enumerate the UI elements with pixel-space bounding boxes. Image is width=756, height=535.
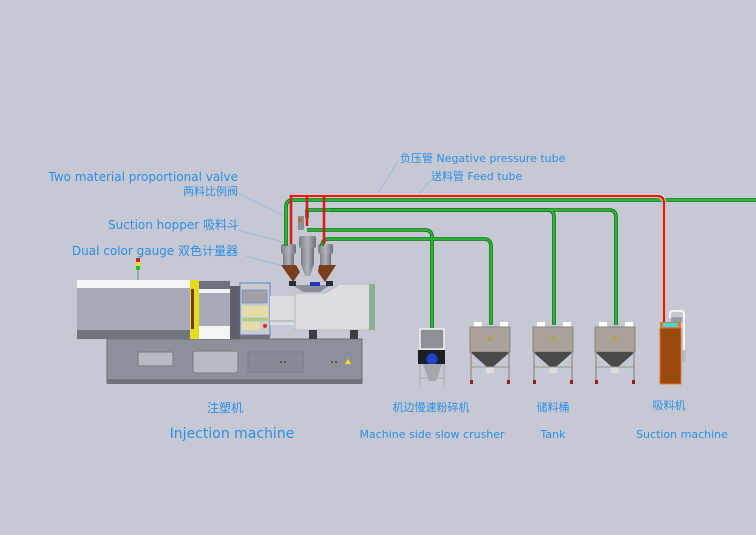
signal-light-red [136, 258, 140, 262]
tie-bar [199, 281, 230, 289]
dual-color-gauge [281, 265, 336, 292]
tie-bar [199, 330, 230, 339]
injection-end-cap [369, 284, 375, 330]
clamp-top [77, 280, 190, 288]
label-injection-machine-cn: 注塑机 [206, 401, 244, 415]
signal-pole [137, 270, 139, 280]
gauge-motor [310, 282, 320, 286]
control-screen [241, 289, 268, 304]
control-strip [242, 318, 268, 321]
label-tank-en: Tank [540, 428, 566, 441]
callout-proportional-valve-en: Two material proportional valve [48, 170, 239, 184]
platen [230, 286, 240, 339]
callout-dual-color-gauge: Dual color gauge 双色计量器 [71, 244, 238, 258]
guard-handle [191, 289, 194, 329]
leader-suction-hopper [237, 229, 284, 243]
negative-pressure-tubes [289, 194, 666, 325]
label-suction-machine-cn: 吸料机 [652, 399, 686, 412]
barrel-cover [270, 296, 295, 325]
clamp-bottom [77, 330, 190, 339]
crusher [418, 328, 445, 385]
callout-proportional-valve-cn: 两料比例阀 [183, 185, 238, 198]
panel-base [240, 335, 270, 339]
signal-light-yellow [136, 262, 140, 266]
support-foot [309, 330, 317, 339]
suction-hopper-left [281, 244, 296, 265]
callout-feed-tube: 送料管 Feed tube [431, 170, 523, 183]
base-foot [107, 379, 362, 384]
clamp-body [77, 288, 190, 333]
tank [594, 322, 636, 384]
proportional-valve [298, 216, 304, 230]
tank [532, 322, 574, 384]
label-crusher-cn: 机边慢速粉碎机 [392, 401, 470, 414]
suction-hopper-right [318, 244, 333, 265]
suction-machine [659, 310, 686, 385]
callout-negative-pressure-tube: 负压管 Negative pressure tube [400, 152, 566, 165]
base-panel [247, 351, 304, 373]
signal-light-green [136, 266, 140, 270]
label-tank-cn: 储料桶 [536, 401, 570, 414]
base-panel [137, 351, 174, 367]
control-keypad [242, 306, 268, 317]
label-suction-machine-en: Suction machine [636, 428, 728, 441]
crusher-motor [425, 352, 439, 366]
safety-guard [190, 280, 199, 339]
injection-machine [77, 216, 375, 384]
emergency-stop-button [263, 324, 267, 328]
leader-negative-pressure-tube [377, 162, 398, 194]
negative-pressure-tube-main [289, 194, 666, 325]
suction-hopper-center [299, 236, 316, 276]
feed-tubes [284, 198, 756, 328]
leader-lines [236, 162, 431, 269]
tie-bar [199, 326, 230, 330]
tie-bar [199, 289, 230, 293]
tank [469, 322, 511, 384]
base-panel [192, 350, 239, 374]
warning-icon [345, 359, 351, 364]
support-foot [350, 330, 358, 339]
callout-suction-hopper: Suction hopper 吸料斗 [108, 218, 239, 232]
label-injection-machine-en: Injection machine [169, 426, 295, 442]
leader-proportional-valve [236, 192, 284, 216]
label-crusher-en: Machine side slow crusher [359, 428, 505, 441]
suction-display [663, 323, 678, 327]
control-keys [242, 322, 260, 330]
mold-area [199, 293, 230, 326]
